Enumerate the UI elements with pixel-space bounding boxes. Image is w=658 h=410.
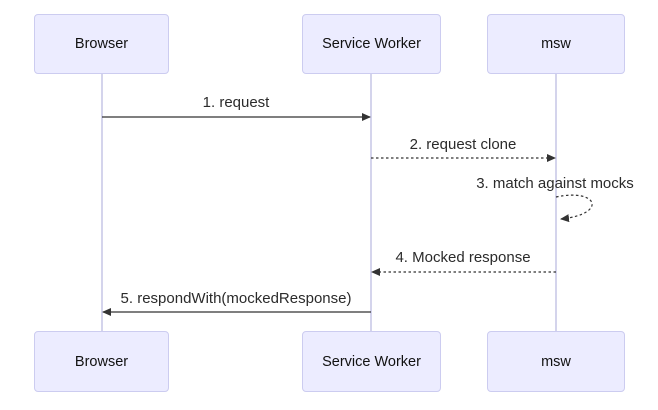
actor-browser-bottom: Browser bbox=[34, 331, 169, 392]
actor-service-worker-label: Service Worker bbox=[322, 353, 421, 370]
message-3-self-loop-arrow bbox=[555, 194, 593, 223]
actor-service-worker-bottom: Service Worker bbox=[302, 331, 441, 392]
message-3-label: 3. match against mocks bbox=[476, 175, 634, 192]
message-5-label: 5. respondWith(mockedResponse) bbox=[120, 290, 352, 307]
actor-msw-label: msw bbox=[541, 353, 571, 370]
actor-browser-top: Browser bbox=[34, 14, 169, 74]
actor-msw-label: msw bbox=[541, 36, 571, 52]
message-4-label: 4. Mocked response bbox=[395, 249, 531, 266]
actor-service-worker-label: Service Worker bbox=[322, 36, 421, 52]
actor-msw-top: msw bbox=[487, 14, 625, 74]
actor-service-worker-top: Service Worker bbox=[302, 14, 441, 74]
message-2-label: 2. request clone bbox=[409, 136, 517, 153]
actor-browser-label: Browser bbox=[74, 36, 129, 52]
message-1-label: 1. request bbox=[202, 94, 270, 111]
actor-msw-bottom: msw bbox=[487, 331, 625, 392]
actor-browser-label: Browser bbox=[74, 353, 129, 370]
